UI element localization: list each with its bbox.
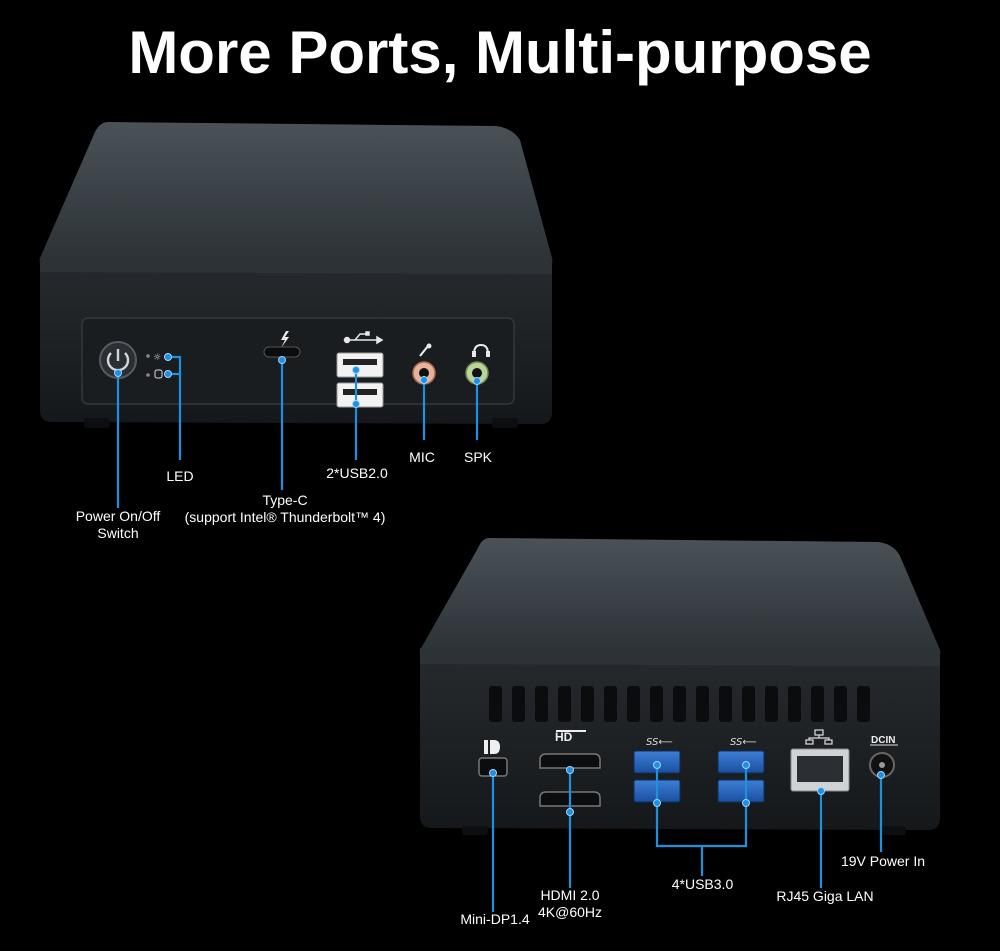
front-callouts — [114, 353, 481, 508]
label-hdmi: HDMI 2.0 4K@60Hz — [520, 887, 620, 921]
hdmi-port-top — [539, 753, 601, 769]
label-spk: SPK — [463, 449, 492, 465]
rear-mini-pc: SS⟵ SS⟵ — [419, 538, 941, 835]
rear-top-lid — [419, 538, 941, 660]
front-panel — [81, 317, 515, 405]
label-usb3: 4*USB3.0 — [671, 876, 734, 892]
usb3-ss-icon: SS⟵ — [646, 737, 673, 748]
displayport-icon — [484, 740, 500, 754]
network-icon — [805, 729, 833, 745]
hdmi-logo-text: HD — [555, 730, 573, 744]
front-mini-pc: ☼ — [39, 122, 553, 428]
label-typec: Type-C (support Intel® Thunderbolt™ 4) — [170, 492, 400, 526]
label-typec-line1: Type-C — [262, 492, 308, 508]
label-typec-line2: (support Intel® Thunderbolt™ 4) — [184, 509, 386, 525]
thunderbolt-icon — [281, 331, 289, 348]
dcin-text: DCIN — [871, 735, 895, 746]
label-power-line2: Switch — [97, 525, 139, 541]
headphone-icon — [473, 343, 489, 355]
rear-callouts — [489, 761, 885, 912]
label-hdmi-line1: HDMI 2.0 — [540, 887, 600, 903]
usb-icon — [343, 331, 384, 345]
usb3-ss-icon-2: SS⟵ — [730, 737, 757, 748]
disk-icon — [154, 369, 163, 379]
vent-slots — [489, 686, 870, 722]
page-title: More Ports, Multi-purpose — [128, 19, 872, 86]
typec-port — [263, 346, 301, 358]
label-usb2: 2*USB2.0 — [326, 465, 388, 481]
label-power-in: 19V Power In — [840, 853, 926, 869]
front-top-lid — [39, 122, 553, 270]
bulb-icon: ☼ — [153, 353, 161, 363]
usb3-port-4 — [717, 779, 765, 803]
usb3-port-3 — [717, 750, 765, 774]
label-mic: MIC — [409, 449, 435, 465]
label-rj45: RJ45 Giga LAN — [776, 888, 874, 904]
label-power: Power On/Off Switch — [58, 508, 178, 542]
label-hdmi-line2: 4K@60Hz — [537, 904, 603, 920]
label-power-line1: Power On/Off — [75, 508, 161, 524]
label-led: LED — [166, 468, 194, 484]
label-minidp: Mini-DP1.4 — [460, 911, 530, 927]
mic-icon — [419, 345, 429, 357]
